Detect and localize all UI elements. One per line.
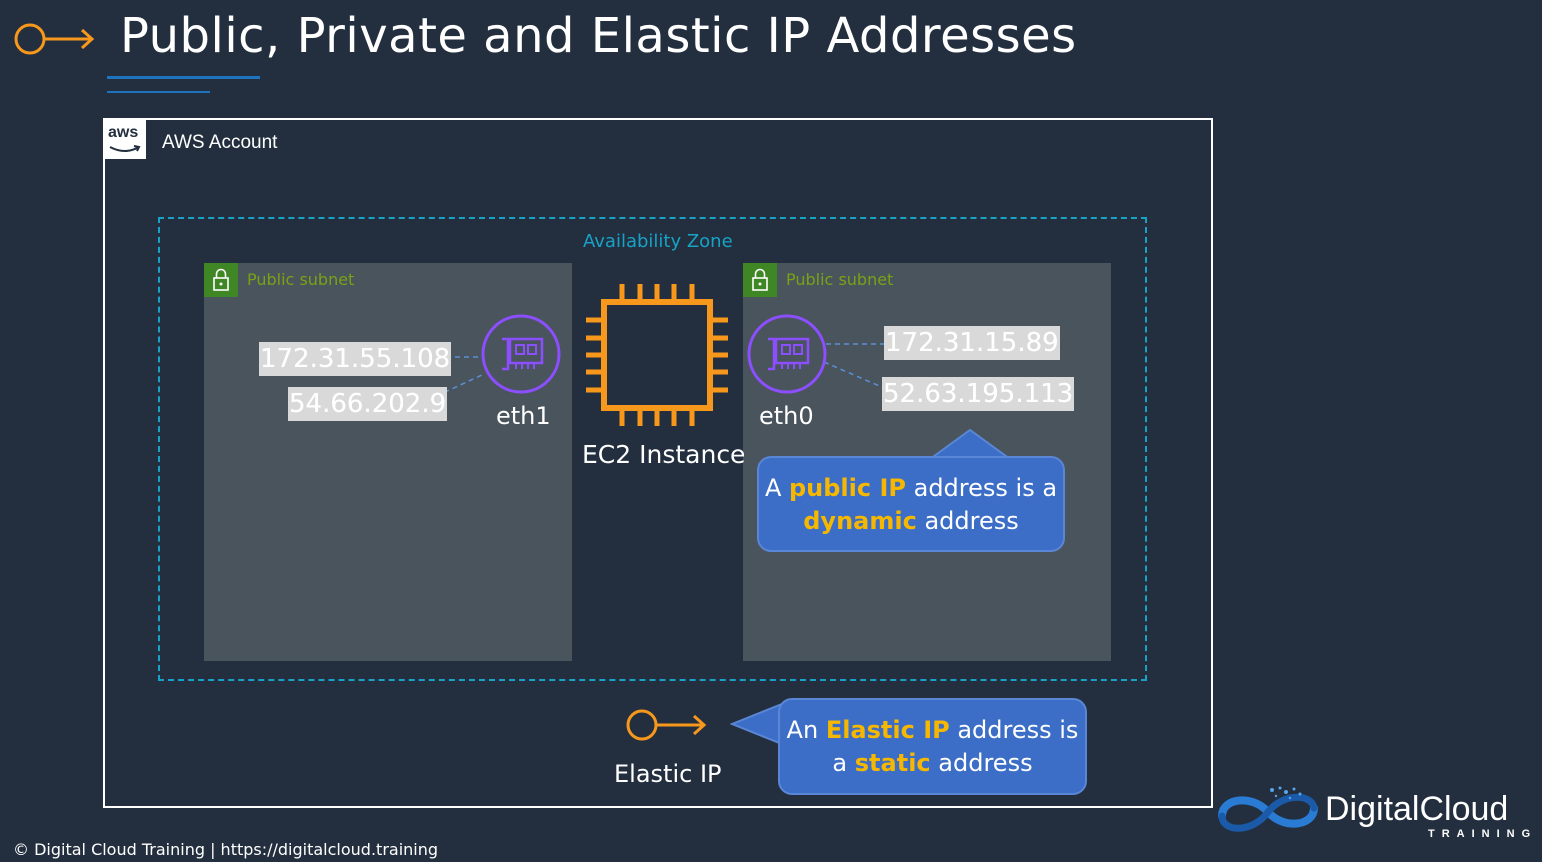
callout-highlight: Elastic IP	[825, 716, 950, 744]
aws-account-boundary	[103, 118, 1213, 808]
callout-highlight: static	[854, 749, 931, 777]
subnet-label-left: Public subnet	[247, 270, 355, 289]
callout-text: address is	[949, 716, 1079, 744]
eth0-public-ip: 52.63.195.113	[882, 377, 1075, 411]
footer-text: © Digital Cloud Training | https://digit…	[13, 840, 439, 859]
digitalcloud-logo-icon	[1218, 786, 1318, 832]
eth1-label: eth1	[496, 402, 551, 430]
brand-name: DigitalCloud	[1325, 790, 1509, 828]
availability-zone-boundary	[158, 217, 1147, 681]
availability-zone-label: Availability Zone	[583, 231, 733, 252]
network-interface-icon	[481, 314, 561, 394]
eth1-public-ip: 54.66.202.9	[288, 387, 448, 421]
elastic-ip-label: Elastic IP	[614, 760, 722, 788]
aws-logo-text: aws	[108, 124, 139, 141]
network-interface-icon	[747, 314, 827, 394]
arrow-key-icon	[14, 23, 95, 55]
callout-text: address	[930, 749, 1033, 777]
callout-text: address	[916, 507, 1019, 535]
callout-highlight: public IP	[788, 474, 906, 502]
lock-icon	[743, 263, 777, 297]
eth1-private-ip: 172.31.55.108	[259, 342, 452, 376]
callout-text: address is a	[905, 474, 1058, 502]
callout-text: a	[832, 749, 855, 777]
eth0-private-ip: 172.31.15.89	[884, 326, 1060, 360]
lock-icon	[204, 263, 238, 297]
callout-text: An	[786, 716, 826, 744]
title-underline	[107, 76, 260, 79]
callout-highlight: dynamic	[803, 507, 917, 535]
title-underline-short	[107, 91, 210, 93]
eth0-label: eth0	[759, 402, 814, 430]
elastic-ip-icon	[626, 709, 707, 741]
ec2-chip-icon	[586, 284, 728, 426]
aws-logo-icon: aws	[104, 119, 146, 159]
callout-text: A	[764, 474, 789, 502]
page-title: Public, Private and Elastic IP Addresses	[120, 8, 1077, 64]
subnet-label-right: Public subnet	[786, 270, 894, 289]
public-subnet-left	[204, 263, 572, 661]
callout-elastic-ip: An Elastic IP address is a static addres…	[778, 698, 1087, 795]
ec2-instance-label: EC2 Instance	[582, 440, 746, 469]
account-label: AWS Account	[162, 132, 278, 153]
brand-subtitle: TRAINING	[1428, 828, 1538, 840]
callout-public-ip: A public IP address is a dynamic address	[757, 456, 1065, 552]
